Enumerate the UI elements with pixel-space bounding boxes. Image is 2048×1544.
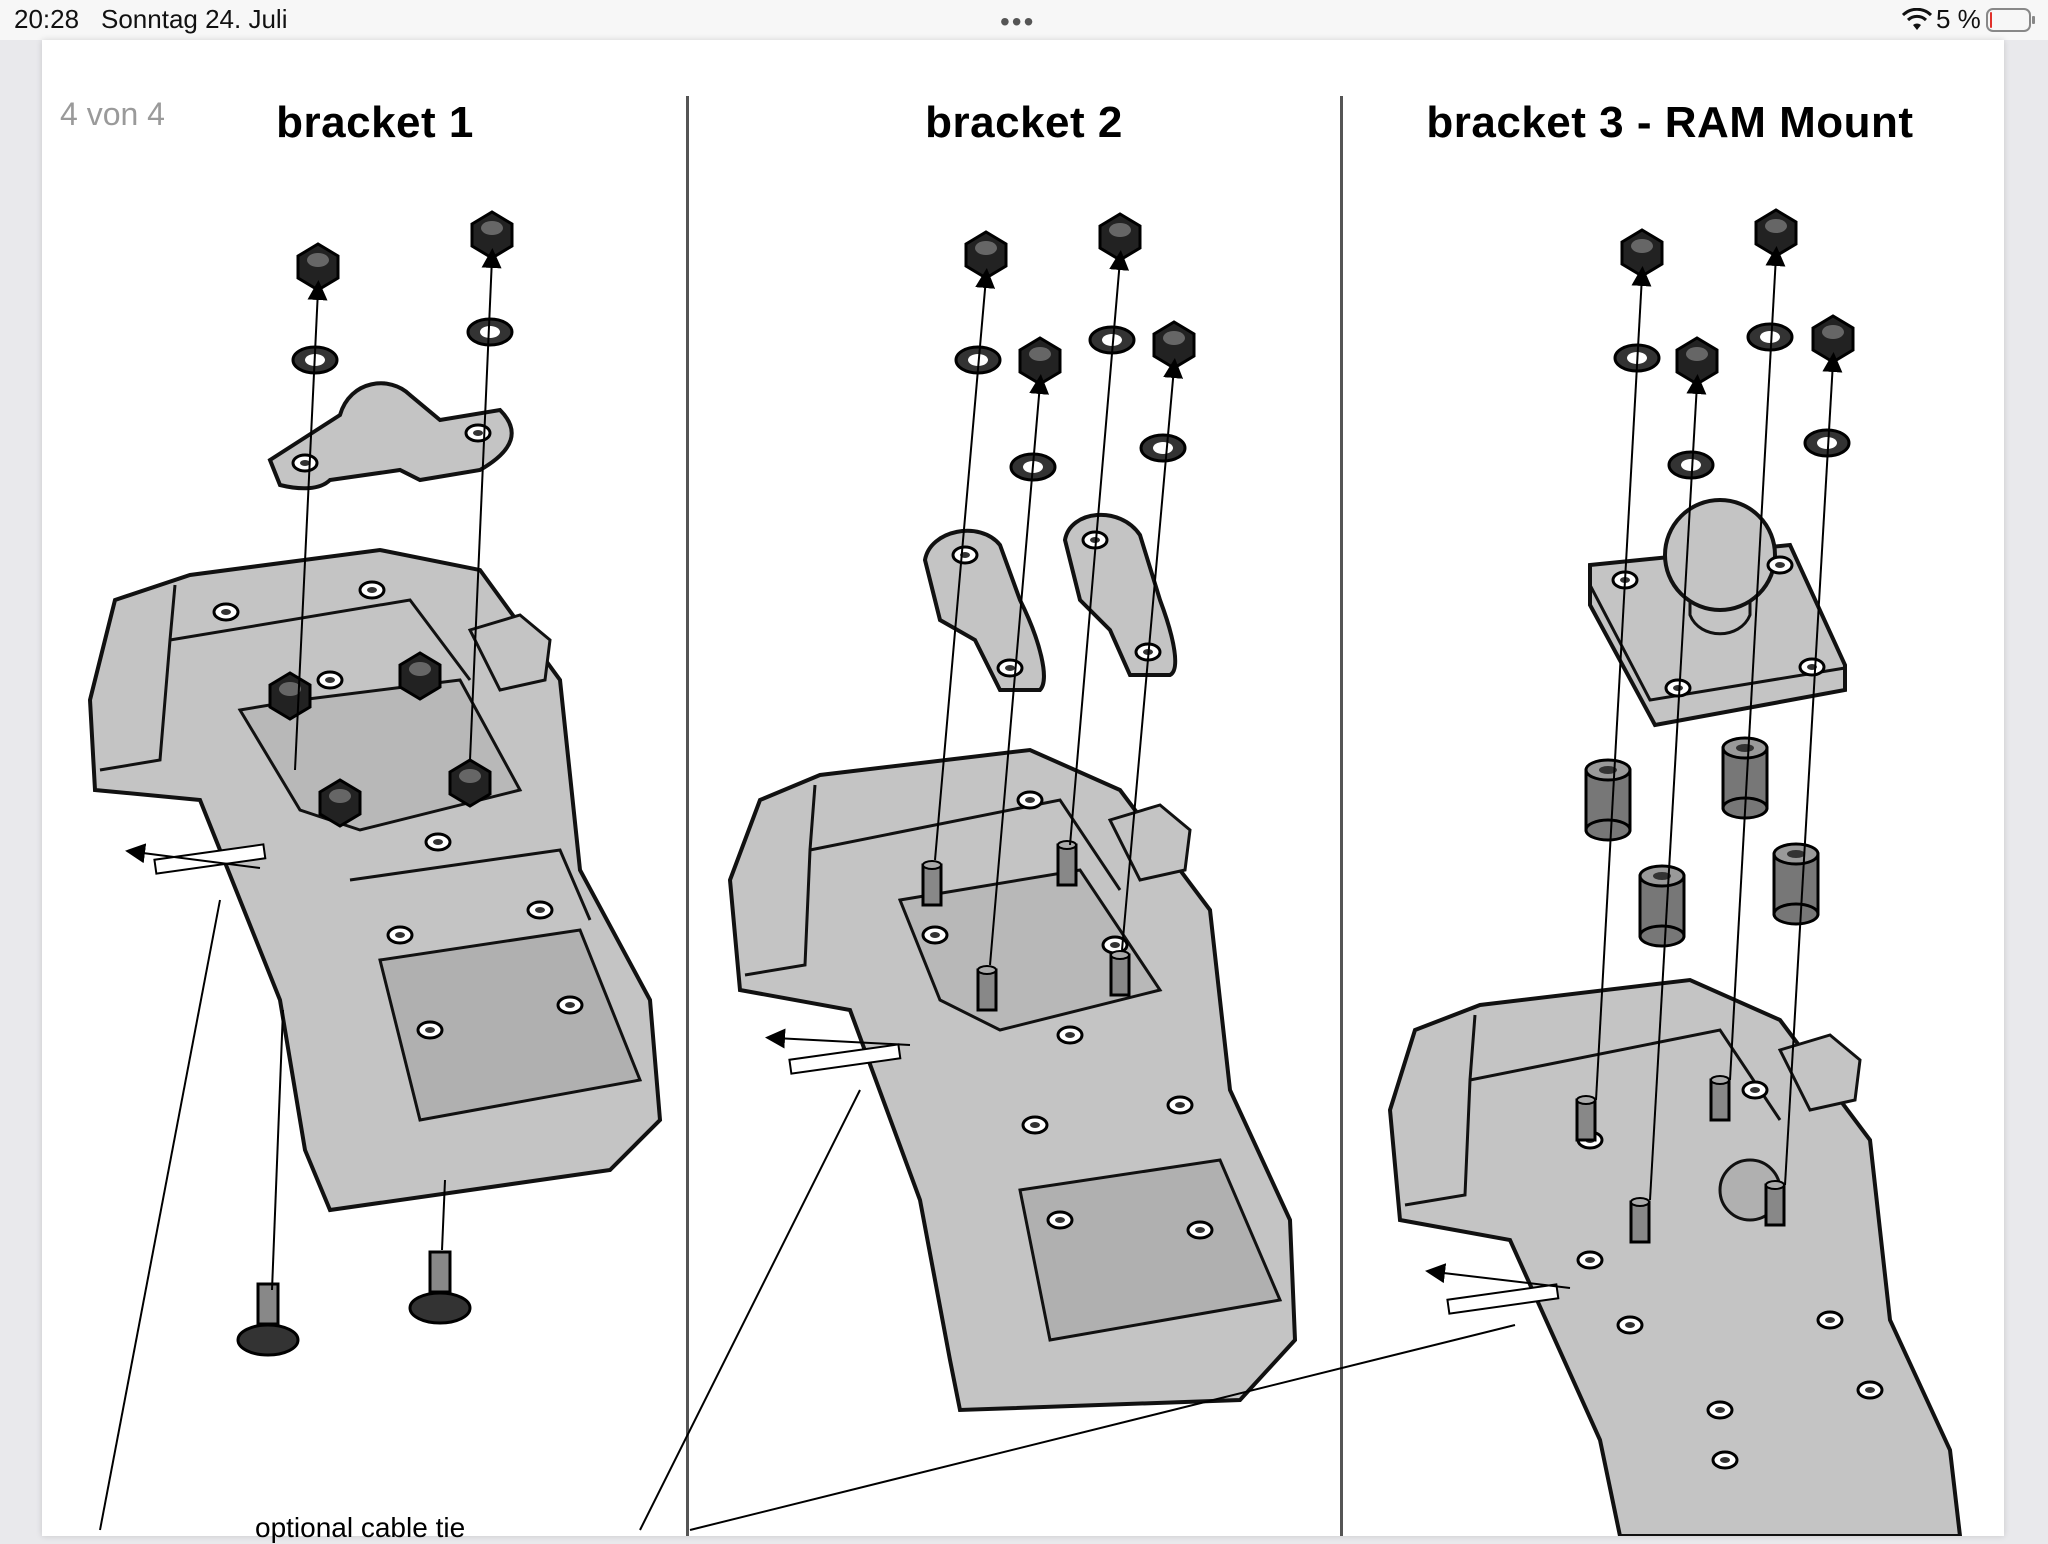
- multitasking-dots-icon[interactable]: •••: [1000, 6, 1036, 37]
- column-divider-2: [1340, 96, 1343, 1536]
- wifi-icon: [1902, 8, 1932, 30]
- column-divider-1: [686, 96, 689, 1536]
- status-time: 20:28: [14, 4, 80, 34]
- bracket-2-title: bracket 2: [925, 98, 1123, 147]
- page-indicator: 4 von 4: [60, 96, 165, 132]
- bracket-3-title: bracket 3 - RAM Mount: [1426, 98, 1914, 147]
- bracket-2-illustration: [639, 212, 1298, 1531]
- cable-tie-caption: optional cable tie: [255, 1512, 466, 1543]
- status-bar: 20:28 Sonntag 24. Juli ••• 5 %: [0, 0, 2048, 40]
- bracket-1-title: bracket 1: [276, 98, 474, 147]
- bracket-3-illustration: [689, 208, 1963, 1536]
- battery-percent: 5 %: [1936, 4, 1981, 34]
- bracket-1-illustration: [87, 210, 663, 1531]
- status-date: Sonntag 24. Juli: [101, 4, 288, 34]
- battery-icon: [1986, 8, 2035, 32]
